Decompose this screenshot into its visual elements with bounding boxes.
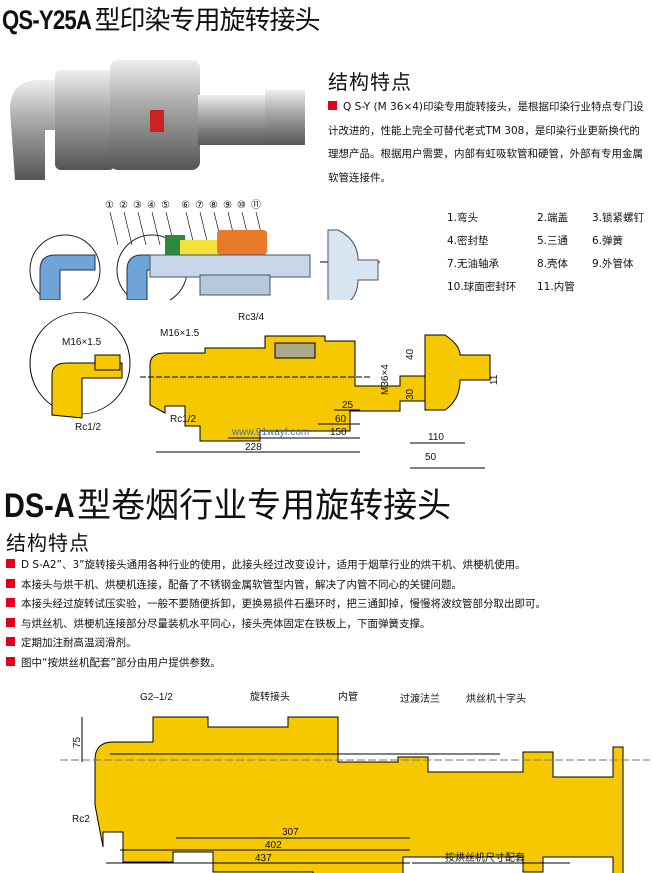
bullet-item: 图中“按烘丝机配套”部分由用户提供参数。 (6, 654, 546, 674)
title-text: 型印染专用旋转接头 (94, 6, 321, 36)
legend-item: 11.内管 (537, 281, 575, 293)
callout-number: ⑥ (181, 200, 190, 211)
dim-150: 150 (330, 427, 347, 438)
bullet-text: 定期加注耐高温润滑剂。 (21, 637, 137, 649)
bullet-text: 本接头经过旋转试压实验，一般不要随便拆卸，更换易损件石墨环时，把三通卸掉，慢慢将… (21, 598, 546, 610)
callout-number: ③ (133, 200, 142, 211)
label-match-dimensions: 按烘丝机尺寸配套 (445, 851, 525, 864)
legend-item: 10.球面密封环 (447, 281, 517, 293)
callout-number: ② (119, 200, 128, 211)
legend-item: 9.外管体 (592, 258, 634, 270)
parts-legend: 1.弯头 2.端盖 3.锁紧螺钉 4.密封垫 5.三通 6.弹簧 7.无油轴承 8.壳体 9.外… (447, 210, 653, 294)
dim-110: 110 (428, 432, 444, 443)
label-flange: 过渡法兰 (400, 692, 440, 705)
bullet-icon (6, 559, 15, 568)
dim-m36: M36×4 (380, 364, 391, 395)
bullet-item: D S-A2”、3”旋转接头通用各种行业的使用，此接头经过改变设计，适用于烟草行… (6, 556, 546, 576)
model-code: QS-Y25A (2, 5, 92, 35)
dim-402: 402 (265, 840, 282, 851)
dim-25: 25 (342, 400, 354, 411)
leader-line (199, 211, 209, 246)
description-text: Q S-Y (M 36×4)印染专用旋转接头，是根据印染行业特点专门设计改进的，… (328, 101, 644, 184)
callout-number: ④ (147, 200, 156, 211)
callout-number: ⑦ (195, 200, 204, 211)
bullet-text: 与烘丝机、烘梗机连接部分尽量装机水平同心，接头壳体固定在铁板上，下面弹簧支撑。 (21, 617, 431, 630)
leader-line (109, 211, 119, 246)
label-rotary-joint: 旋转接头 (250, 690, 290, 703)
bullet-icon (6, 617, 15, 627)
product-photo (10, 60, 305, 180)
dim-307: 307 (282, 827, 299, 838)
section2-bullets: D S-A2”、3”旋转接头通用各种行业的使用，此接头经过改变设计，适用于烟草行… (6, 556, 546, 673)
label-g2: G2–1/2 (140, 692, 173, 703)
dimension-drawing-1: M16×1.5 Rc1/2 M16×1.5 Rc3/4 Rc1/2 M36×4 … (29, 312, 500, 469)
watermark: www.91wayf.com (231, 427, 309, 438)
callout-number: ⑪ (251, 199, 261, 211)
bullet-icon (328, 101, 337, 110)
bullet-icon (6, 578, 15, 588)
legend-item: 3.锁紧螺钉 (592, 212, 645, 224)
callout-number: ⑧ (209, 200, 218, 211)
legend-item: 1.弯头 (447, 212, 479, 224)
bullet-item: 与烘丝机、烘梗机连接部分尽量装机水平同心，接头壳体固定在铁板上，下面弹簧支撑。 (6, 615, 546, 635)
dim-rc34: Rc3/4 (238, 312, 265, 323)
leader-line (185, 211, 195, 246)
dim-m16-a: M16×1.5 (62, 337, 102, 348)
model-code: DS-A (4, 487, 75, 525)
title-text: 型卷烟行业专用旋转接头 (77, 486, 452, 526)
dimension-drawing-2: G2–1/2 旋转接头 内管 过渡法兰 烘丝机十字头 Rc2 75 307 40… (60, 690, 650, 873)
leader-line (123, 211, 133, 246)
bullet-icon (6, 656, 15, 666)
dim-437: 437 (255, 853, 272, 864)
legend-item: 6.弹簧 (592, 235, 624, 247)
product-title-ds-a: DS-A型卷烟行业专用旋转接头 (4, 478, 451, 527)
dim-30: 30 (405, 388, 416, 400)
label-rc2: Rc2 (72, 814, 90, 825)
callout-number: ⑩ (237, 200, 246, 211)
leader-line (151, 211, 161, 246)
callout-number: ⑤ (161, 200, 170, 211)
section1-heading: 结构特点 (328, 70, 412, 94)
dim-75: 75 (72, 736, 83, 748)
bullet-item: 本接头经过旋转试压实验，一般不要随便拆卸，更换易损件石墨环时，把三通卸掉，慢慢将… (6, 595, 546, 615)
legend-item: 4.密封垫 (447, 235, 489, 247)
bullet-text: D S-A2”、3”旋转接头通用各种行业的使用，此接头经过改变设计，适用于烟草行… (21, 559, 526, 571)
bullet-text: 图中“按烘丝机配套”部分由用户提供参数。 (21, 656, 221, 669)
dim-60: 60 (335, 414, 347, 425)
dim-rc12-b: Rc1/2 (170, 414, 197, 425)
bullet-icon (6, 598, 15, 607)
dim-11: 11 (489, 374, 500, 385)
dim-m16-b: M16×1.5 (160, 328, 200, 339)
callout-number: ⑨ (223, 200, 232, 211)
leader-line (137, 211, 147, 246)
dim-40: 40 (405, 348, 416, 360)
dim-rc12-a: Rc1/2 (75, 422, 102, 433)
callout-number: ① (105, 200, 114, 211)
legend-item: 2.端盖 (537, 212, 569, 224)
bullet-item: 定期加注耐高温润滑剂。 (6, 634, 546, 654)
dim-50: 50 (425, 452, 437, 463)
legend-item: 8.壳体 (537, 258, 569, 270)
label-cross-head: 烘丝机十字头 (466, 692, 526, 705)
section2-heading: 结构特点 (6, 531, 90, 555)
label-inner-tube: 内管 (338, 690, 358, 703)
bullet-item: 本接头与烘干机、烘梗机连接，配备了不锈钢金属软管型内管，解决了内管不同心的关键问… (6, 576, 546, 596)
bullet-text: 本接头与烘干机、烘梗机连接，配备了不锈钢金属软管型内管，解决了内管不同心的关键问… (21, 578, 462, 591)
legend-item: 7.无油轴承 (447, 258, 500, 270)
section1-description: Q S-Y (M 36×4)印染专用旋转接头，是根据印染行业特点专门设计改进的，… (328, 96, 650, 190)
bullet-icon (6, 637, 15, 646)
legend-item: 5.三通 (537, 235, 569, 247)
dim-228: 228 (245, 442, 262, 453)
